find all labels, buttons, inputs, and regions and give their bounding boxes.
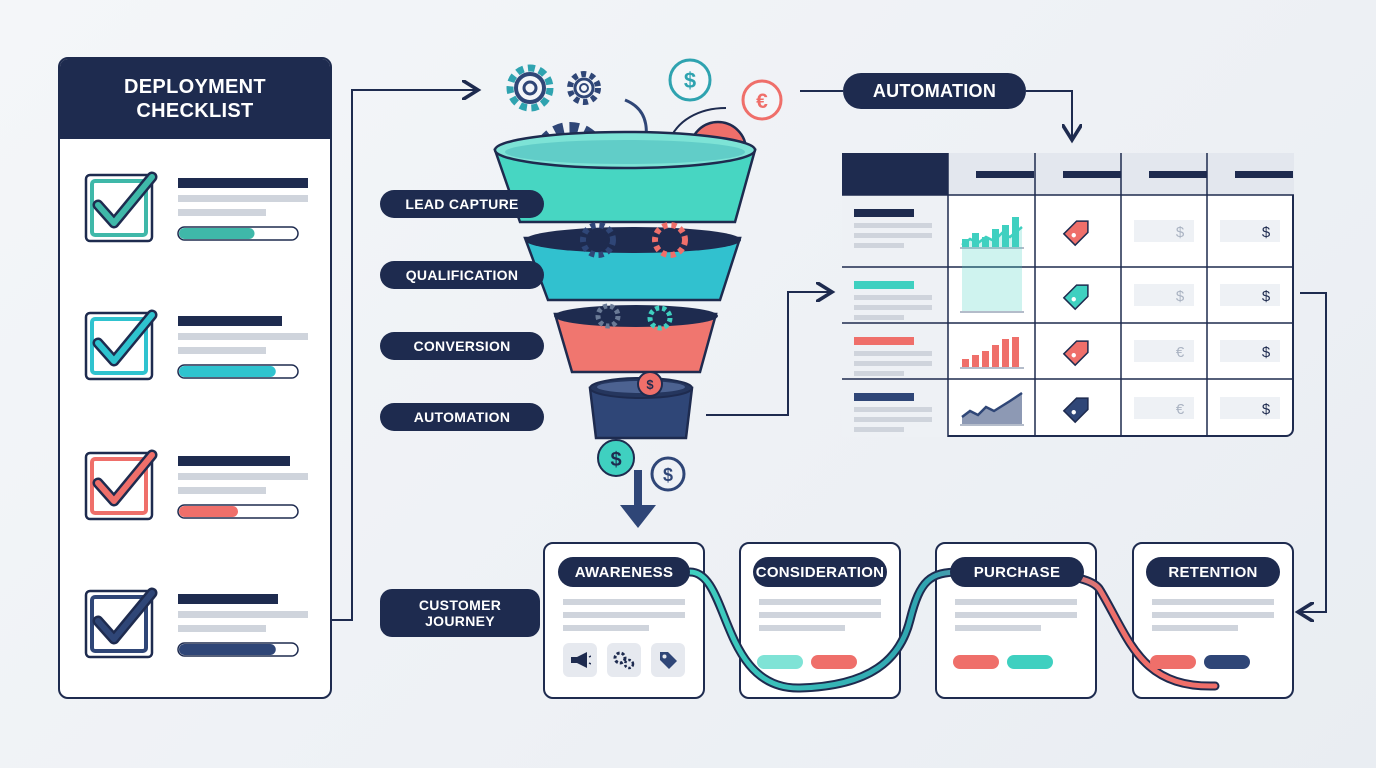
automation-pill: AUTOMATION bbox=[843, 73, 1026, 109]
chart-bar bbox=[1002, 339, 1009, 367]
funnel-down-arrow-head bbox=[620, 505, 656, 528]
dollar-coin-icon: $ bbox=[637, 371, 663, 397]
automation-to-table-arrow bbox=[1026, 90, 1072, 138]
status-pill bbox=[1007, 655, 1053, 669]
svg-text:$: $ bbox=[610, 449, 621, 471]
chart-line bbox=[961, 226, 1023, 246]
checklist-item bbox=[84, 587, 308, 659]
currency-symbol: € bbox=[1176, 344, 1185, 361]
stage-card-lines bbox=[953, 599, 1077, 669]
svg-text:$: $ bbox=[663, 465, 673, 485]
tag-icon bbox=[1062, 397, 1089, 424]
automation-table-content: $$$$€$€$ bbox=[842, 153, 1294, 437]
megaphone-icon bbox=[563, 643, 597, 677]
table-header-cell bbox=[1235, 171, 1293, 178]
table-row: €$ bbox=[854, 337, 1280, 376]
funnel-label-automation: AUTOMATION bbox=[380, 403, 544, 431]
table-to-retention-arrow bbox=[1300, 292, 1327, 612]
chart-bar bbox=[992, 345, 999, 367]
dollar-coin-icon: $ bbox=[597, 439, 635, 477]
currency-symbol: $ bbox=[1262, 288, 1271, 305]
funnel-to-table-arrow bbox=[706, 292, 830, 416]
status-pill bbox=[811, 655, 857, 669]
progress-fill bbox=[179, 506, 238, 517]
currency-symbol: € bbox=[1176, 401, 1185, 418]
table-header-cell bbox=[976, 171, 1034, 178]
chart-bar bbox=[972, 355, 979, 367]
table-row: $$ bbox=[854, 226, 1280, 320]
stage-pill-consideration: CONSIDERATION bbox=[753, 557, 887, 587]
currency-symbol: $ bbox=[1262, 401, 1271, 418]
gear-icon bbox=[567, 71, 601, 105]
stage-card-lines bbox=[563, 599, 685, 631]
svg-text:$: $ bbox=[684, 68, 696, 93]
table-row: €$ bbox=[854, 391, 1280, 432]
progress-fill bbox=[179, 228, 255, 239]
chart-bar bbox=[982, 237, 989, 247]
chart-bar bbox=[1012, 337, 1019, 367]
stage-pill-awareness: AWARENESS bbox=[558, 557, 690, 587]
svg-text:$: $ bbox=[646, 377, 654, 392]
table-header-first bbox=[842, 153, 948, 195]
chart-area bbox=[962, 227, 1022, 311]
status-pill bbox=[1150, 655, 1196, 669]
tag-icon bbox=[1062, 284, 1089, 311]
sales-funnel: $ € $ $ $ $ bbox=[493, 58, 783, 492]
progress-fill bbox=[179, 644, 276, 655]
checkmark-icon bbox=[95, 312, 155, 364]
euro-coin-icon: € bbox=[741, 79, 783, 121]
checklist-item bbox=[84, 449, 308, 521]
checkmark-icon bbox=[95, 452, 155, 504]
currency-symbol: $ bbox=[1176, 288, 1185, 305]
stage-pill-purchase: PURCHASE bbox=[950, 557, 1084, 587]
chart-area bbox=[962, 393, 1022, 424]
checklist-title: DEPLOYMENT CHECKLIST bbox=[60, 59, 330, 139]
dollar-coin-icon: $ bbox=[668, 58, 712, 102]
svg-text:€: € bbox=[756, 90, 768, 113]
progress-fill bbox=[179, 366, 276, 377]
tag-icon bbox=[1062, 220, 1089, 247]
funnel-label-qualification: QUALIFICATION bbox=[380, 261, 544, 289]
funnel-label-conversion: CONVERSION bbox=[380, 332, 544, 360]
dollar-coin-icon: $ bbox=[650, 456, 686, 492]
checkmark-icon bbox=[95, 174, 155, 226]
gear-icon bbox=[506, 64, 554, 112]
gears-icon bbox=[607, 643, 641, 677]
chart-line bbox=[961, 391, 1023, 418]
chart-bar bbox=[962, 359, 969, 367]
checklist-to-funnel-arrow bbox=[332, 90, 476, 621]
customer-journey-pill: CUSTOMER JOURNEY bbox=[380, 589, 540, 637]
currency-symbol: $ bbox=[1176, 224, 1185, 241]
table-header-cell bbox=[1063, 171, 1121, 178]
checkmark-icon bbox=[95, 590, 155, 642]
currency-symbol: $ bbox=[1262, 224, 1271, 241]
status-pill bbox=[953, 655, 999, 669]
funnel-label-lead-capture: LEAD CAPTURE bbox=[380, 190, 544, 218]
chart-bar bbox=[972, 233, 979, 247]
stage-pill-retention: RETENTION bbox=[1146, 557, 1280, 587]
checklist-items bbox=[84, 171, 308, 659]
status-pill bbox=[1204, 655, 1250, 669]
journey-ribbon bbox=[687, 569, 1218, 691]
status-pill bbox=[757, 655, 803, 669]
stage-card-lines bbox=[757, 599, 881, 669]
table-header-cell bbox=[1149, 171, 1207, 178]
chart-bar bbox=[982, 351, 989, 367]
stage-card-lines bbox=[1150, 599, 1274, 669]
currency-symbol: $ bbox=[1262, 344, 1271, 361]
tag-icon bbox=[1062, 340, 1089, 367]
checklist-item bbox=[84, 309, 308, 381]
checklist-item bbox=[84, 171, 308, 243]
tag-icon bbox=[651, 643, 685, 677]
